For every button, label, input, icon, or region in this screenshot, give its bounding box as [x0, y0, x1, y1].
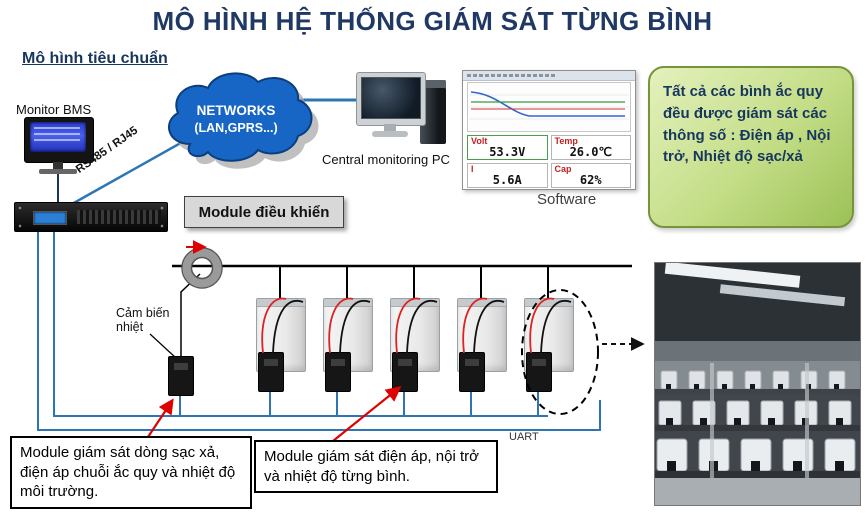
gauge-current: I 5.6A [467, 163, 548, 188]
pc-monitor-neck [384, 124, 396, 131]
photo-battery-row-mid [655, 400, 860, 431]
gauge-temp-value: 26.0℃ [569, 145, 612, 159]
software-chart [467, 82, 631, 132]
callout-string-module: Module giám sát dòng sạc xả, điện áp chu… [10, 436, 252, 509]
string-monitor-module [168, 356, 194, 396]
page-title: MÔ HÌNH HỆ THỐNG GIÁM SÁT TỪNG BÌNH [152, 6, 713, 36]
gauge-cap-label: Cap [554, 164, 572, 174]
cloud-shape [167, 72, 313, 162]
battery-monitor-module [459, 352, 485, 392]
gauge-current-value: 5.6A [492, 173, 522, 187]
control-module-device [14, 202, 168, 232]
software-gauges: Volt 53.3V Temp 26.0℃ I 5.6A Cap 62% [467, 135, 631, 188]
photo-battery-row-near [655, 438, 860, 478]
battery-top [324, 299, 372, 307]
cloud-shadow [175, 81, 319, 169]
module-label-sticker [532, 359, 546, 366]
central-pc-device [356, 72, 450, 160]
uart-label: UART [509, 431, 539, 443]
gauge-temp-label: Temp [554, 136, 578, 146]
bms-monitor-base [39, 169, 77, 174]
subtitle: Mô hình tiêu chuẩn [22, 50, 168, 67]
gauge-cap: Cap 62% [550, 163, 631, 188]
bms-screen-graph [34, 127, 80, 145]
pc-screen [361, 77, 421, 119]
ceiling-light [719, 284, 846, 307]
rack-post [710, 363, 714, 478]
control-module-label-box: Module điều khiển [184, 196, 344, 228]
battery-monitor-module [258, 352, 284, 392]
pc-monitor-base [372, 131, 408, 137]
battery-top [458, 299, 506, 307]
central-pc-label: Central monitoring PC [322, 152, 450, 167]
module-label-sticker [331, 359, 345, 366]
chart-grid [469, 94, 629, 120]
battery-top [257, 299, 305, 307]
software-label: Software [537, 191, 597, 208]
temp-sensor-pointer-line [149, 333, 177, 359]
battery-room-photo-art [655, 261, 860, 505]
cloud-label-line1: NETWORKS [197, 103, 276, 118]
gauge-volt-value: 53.3V [489, 145, 526, 159]
rack-vents [77, 210, 161, 224]
bms-monitor-stand [53, 162, 63, 169]
gauge-volt: Volt 53.3V [467, 135, 548, 160]
rack-display [33, 211, 67, 225]
pc-monitor [356, 72, 426, 126]
gauge-volt-label: Volt [471, 136, 488, 146]
photo-battery-row-far [655, 370, 860, 394]
battery-top [391, 299, 439, 307]
cloud-label-line2: (LAN,GPRS...) [194, 121, 277, 135]
module-label-sticker [398, 359, 412, 366]
battery-top [525, 299, 573, 307]
module-label-sticker [465, 359, 479, 366]
green-note-bubble: Tất cả các bình ắc quy đều được giám sát… [648, 66, 854, 228]
module-label-sticker [174, 363, 188, 370]
photo-floor [655, 478, 860, 505]
network-cloud: NETWORKS (LAN,GPRS...) [167, 72, 319, 169]
battery-room-photo [655, 261, 860, 505]
gauge-current-label: I [471, 164, 474, 174]
temp-sensor-label: Cảm biến nhiệt [116, 306, 170, 335]
rack-post [805, 363, 809, 478]
callout-cell-module: Module giám sát điện áp, nội trở và nhiệ… [254, 440, 498, 493]
battery-monitor-module [325, 352, 351, 392]
software-titlebar-text [467, 74, 557, 77]
module-label-sticker [264, 359, 278, 366]
battery-monitor-module [392, 352, 418, 392]
current-clamp-sensor [181, 247, 223, 289]
ceiling-light [664, 261, 801, 288]
monitor-bms-label: Monitor BMS [16, 102, 92, 117]
gauge-temp: Temp 26.0℃ [550, 135, 631, 160]
bms-monitor-body [24, 117, 94, 163]
software-window: Volt 53.3V Temp 26.0℃ I 5.6A Cap 62% [462, 70, 636, 190]
battery-monitor-module [526, 352, 552, 392]
bms-monitor-screen [30, 122, 86, 152]
gauge-cap-value: 62% [579, 173, 602, 187]
callout2-arrow [332, 386, 402, 442]
chart-line-blue [470, 91, 625, 117]
software-titlebar [463, 71, 635, 81]
callout1-arrow [147, 398, 174, 438]
